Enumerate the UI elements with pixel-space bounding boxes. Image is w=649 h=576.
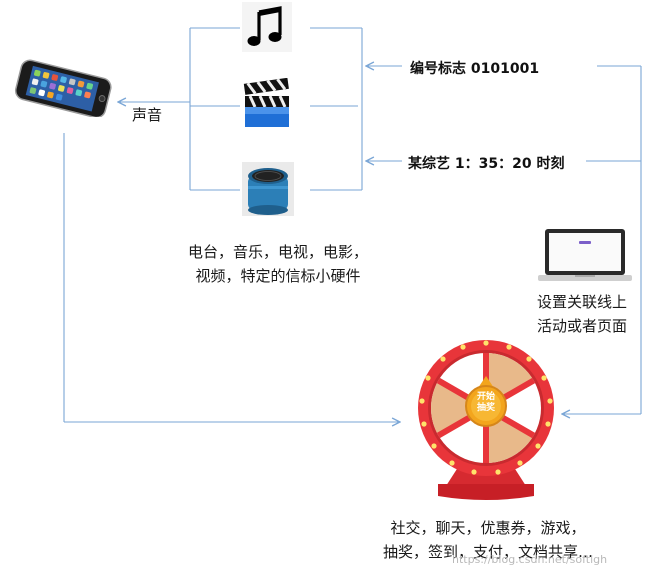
devices-caption: 电台，音乐，电视，电影， 视频，特定的信标小硬件 (170, 240, 386, 288)
laptop-caption-line1: 设置关联线上 (536, 293, 627, 311)
wheel-start-button[interactable]: 开始 抽奖 (471, 392, 501, 414)
marker-id-label: 编号标志 0101001 (410, 61, 540, 77)
wheel-caption: 社交，聊天，优惠券，游戏， 抽奖，签到，支付，文档共享… (358, 516, 618, 564)
variety-time-label: 某综艺 1：35：20 时刻 (408, 156, 565, 172)
watermark: https://blog.csdn.net/softlgh (452, 553, 608, 566)
video-clapper-icon (241, 77, 293, 130)
devices-caption-line2: 视频，特定的信标小硬件 (195, 267, 361, 285)
smartphone-icon (12, 55, 117, 119)
laptop-caption-line2: 活动或者页面 (536, 317, 627, 335)
wheel-button-line2: 抽奖 (476, 403, 495, 413)
sound-label: 声音 (132, 106, 163, 124)
laptop-icon (538, 227, 632, 283)
prize-wheel-icon: 开始 抽奖 (408, 338, 564, 508)
wheel-caption-line2: 抽奖，签到，支付，文档共享… (382, 543, 593, 561)
wheel-button-line1: 开始 (476, 392, 495, 402)
speaker-icon (242, 162, 294, 216)
laptop-caption: 设置关联线上 活动或者页面 (520, 290, 644, 338)
music-note-icon (242, 2, 292, 52)
devices-caption-line1: 电台，音乐，电视，电影， (187, 243, 368, 261)
wheel-caption-line1: 社交，聊天，优惠券，游戏， (390, 519, 586, 537)
